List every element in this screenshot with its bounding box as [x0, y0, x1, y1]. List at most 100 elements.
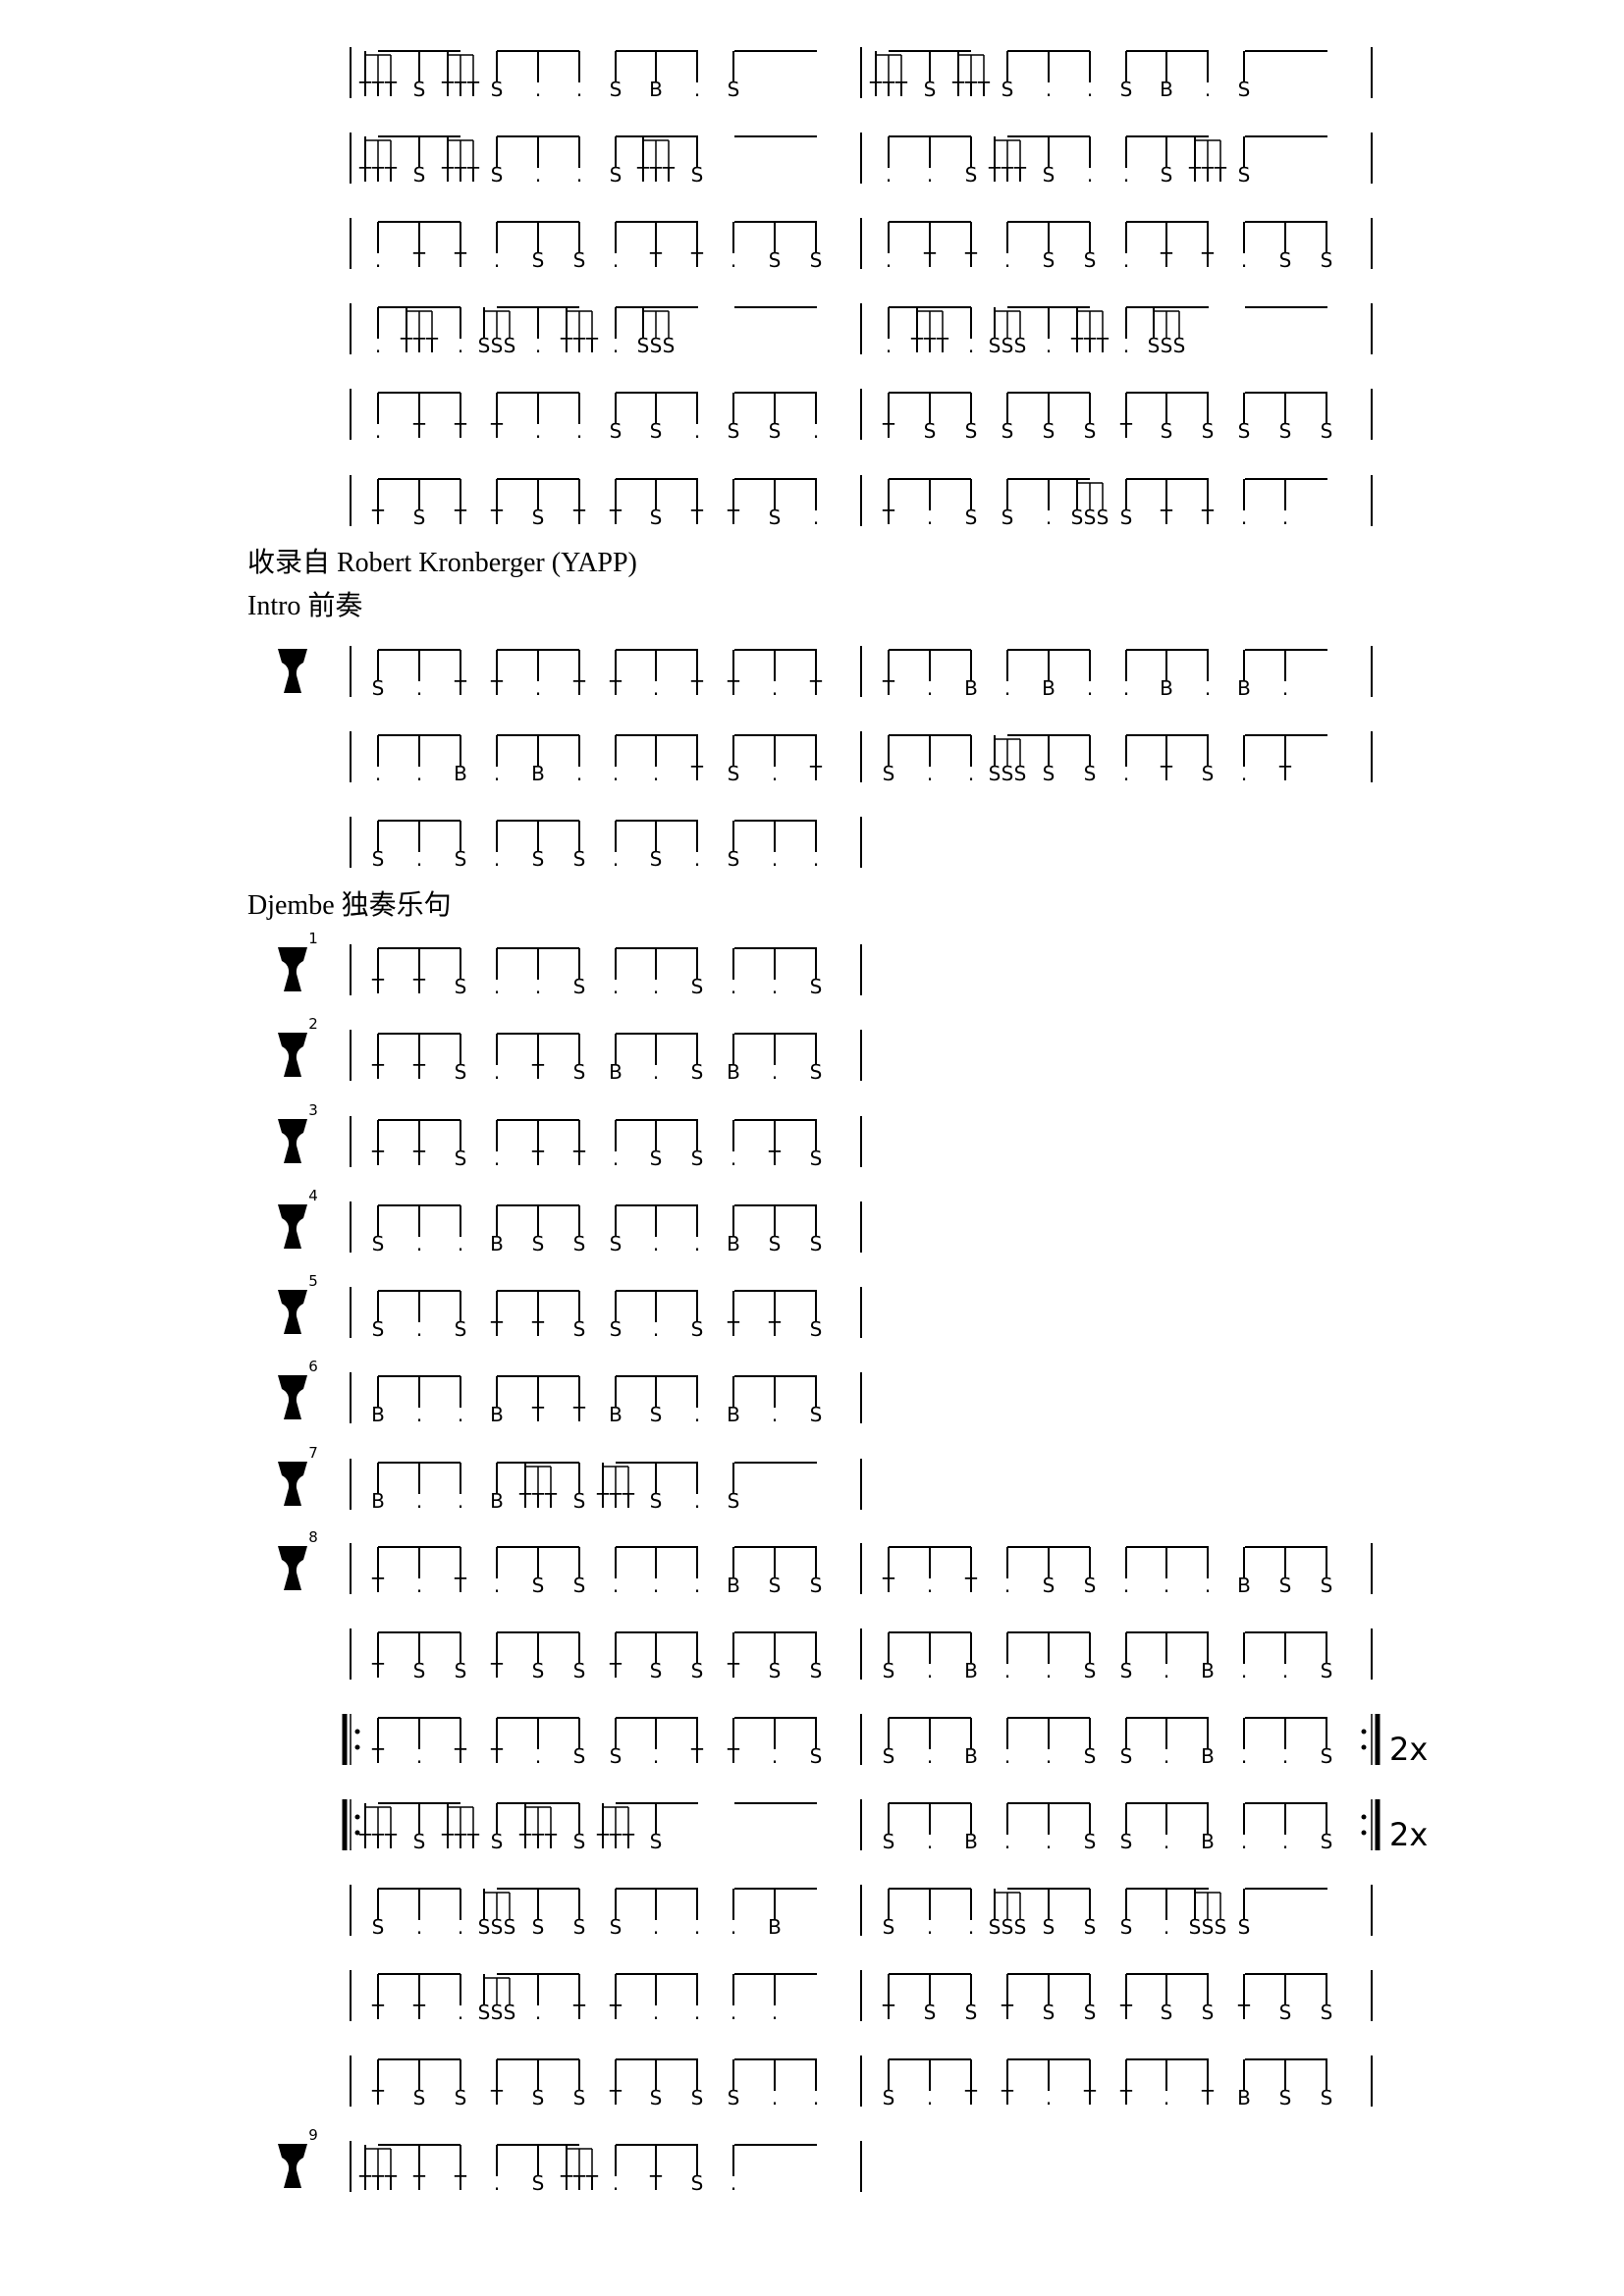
note-stroke: .	[653, 1317, 659, 1341]
note-stroke: S	[372, 1232, 385, 1255]
note-stroke: T	[585, 2171, 599, 2195]
note-stroke: T	[466, 78, 480, 101]
note-stroke: S	[455, 975, 467, 998]
pattern-number: 4	[308, 1187, 318, 1204]
note-stroke: S	[532, 1659, 545, 1682]
note-stroke: T	[923, 248, 937, 272]
note-stroke: S	[1043, 1574, 1056, 1597]
note-stroke: S	[1001, 506, 1014, 529]
note-stroke: B	[1042, 676, 1056, 700]
note-stroke: S	[1321, 1744, 1333, 1768]
note-stroke: .	[927, 1744, 933, 1768]
note-stroke: .	[1046, 1830, 1052, 1853]
note-stroke: .	[416, 1574, 422, 1597]
note-stroke: S	[1202, 2001, 1215, 2024]
note-stroke: T	[649, 248, 663, 272]
note-stroke: S	[610, 78, 623, 101]
note-stroke: T	[609, 1659, 623, 1682]
note-stroke: S	[1120, 1744, 1133, 1768]
note-stroke: S	[650, 334, 663, 357]
note-stroke: .	[416, 1232, 422, 1255]
note-stroke: S	[413, 2086, 426, 2109]
note-stroke: B	[727, 1403, 740, 1426]
note-stroke: .	[1123, 334, 1129, 357]
note-stroke: S	[372, 676, 385, 700]
note-stroke: .	[813, 419, 819, 443]
note-stroke: .	[375, 334, 381, 357]
note-stroke: .	[1282, 676, 1288, 700]
note-stroke: T	[371, 1744, 385, 1768]
note-stroke: T	[518, 1489, 532, 1513]
note-stroke: .	[968, 334, 974, 357]
note-stroke: .	[375, 762, 381, 785]
note-stroke: T	[1083, 334, 1097, 357]
note-stroke: S	[691, 163, 704, 187]
note-stroke: .	[576, 163, 582, 187]
note-stroke: S	[924, 78, 937, 101]
note-stroke: T	[384, 163, 398, 187]
note-stroke: S	[532, 847, 545, 871]
note-stroke: S	[413, 163, 426, 187]
note-stroke: S	[1084, 2001, 1097, 2024]
note-stroke: .	[1123, 248, 1129, 272]
repeat-dot	[1361, 1729, 1367, 1735]
note-stroke: T	[371, 1147, 385, 1170]
note-stroke: T	[882, 1574, 895, 1597]
note-stroke: S	[1202, 1915, 1215, 1939]
note-stroke: .	[494, 762, 500, 785]
note-stroke: .	[416, 1317, 422, 1341]
pattern-number: 2	[308, 1015, 318, 1033]
note-stroke: S	[1321, 1659, 1333, 1682]
note-stroke: .	[927, 1574, 933, 1597]
note-stroke: T	[531, 1317, 545, 1341]
note-stroke: T	[384, 78, 398, 101]
note-stroke: .	[494, 248, 500, 272]
note-stroke: T	[1001, 163, 1014, 187]
note-stroke: .	[927, 1915, 933, 1939]
note-stroke: .	[927, 506, 933, 529]
note-stroke: T	[531, 1489, 545, 1513]
note-stroke: B	[371, 1489, 385, 1513]
note-stroke: T	[454, 1744, 467, 1768]
note-stroke: T	[371, 2086, 385, 2109]
note-stroke: S	[1120, 1830, 1133, 1853]
note-stroke: .	[416, 1403, 422, 1426]
note-stroke: T	[894, 78, 908, 101]
note-stroke: T	[371, 1830, 385, 1853]
note-stroke: S	[1014, 334, 1027, 357]
note-stroke: S	[413, 78, 426, 101]
note-stroke: .	[416, 1489, 422, 1513]
note-stroke: S	[810, 1403, 823, 1426]
djembe-icon	[278, 1033, 307, 1077]
note-stroke: S	[610, 163, 623, 187]
note-stroke: .	[613, 847, 619, 871]
note-stroke: B	[649, 78, 663, 101]
note-stroke: T	[384, 1830, 398, 1853]
note-stroke: S	[1084, 506, 1097, 529]
note-stroke: S	[573, 2086, 586, 2109]
repeat-dot	[354, 1830, 360, 1836]
note-stroke: S	[810, 1744, 823, 1768]
djembe-icon	[278, 649, 307, 693]
note-stroke: .	[576, 78, 582, 101]
note-stroke: .	[458, 2001, 463, 2024]
note-stroke: .	[1046, 506, 1052, 529]
credit-line: 收录自 Robert Kronberger (YAPP)	[247, 548, 637, 578]
note-stroke: S	[504, 334, 516, 357]
note-stroke: S	[610, 1915, 623, 1939]
note-stroke: S	[810, 1147, 823, 1170]
note-stroke: T	[768, 1147, 782, 1170]
note-stroke: .	[1046, 1744, 1052, 1768]
note-stroke: T	[412, 2171, 426, 2195]
note-stroke: T	[531, 1403, 545, 1426]
note-stroke: S	[1014, 1915, 1027, 1939]
note-stroke: T	[1070, 334, 1084, 357]
note-stroke: T	[649, 2171, 663, 2195]
note-stroke: .	[458, 1403, 463, 1426]
note-stroke: S	[965, 506, 978, 529]
note-stroke: S	[1120, 1915, 1133, 1939]
note-stroke: S	[810, 975, 823, 998]
